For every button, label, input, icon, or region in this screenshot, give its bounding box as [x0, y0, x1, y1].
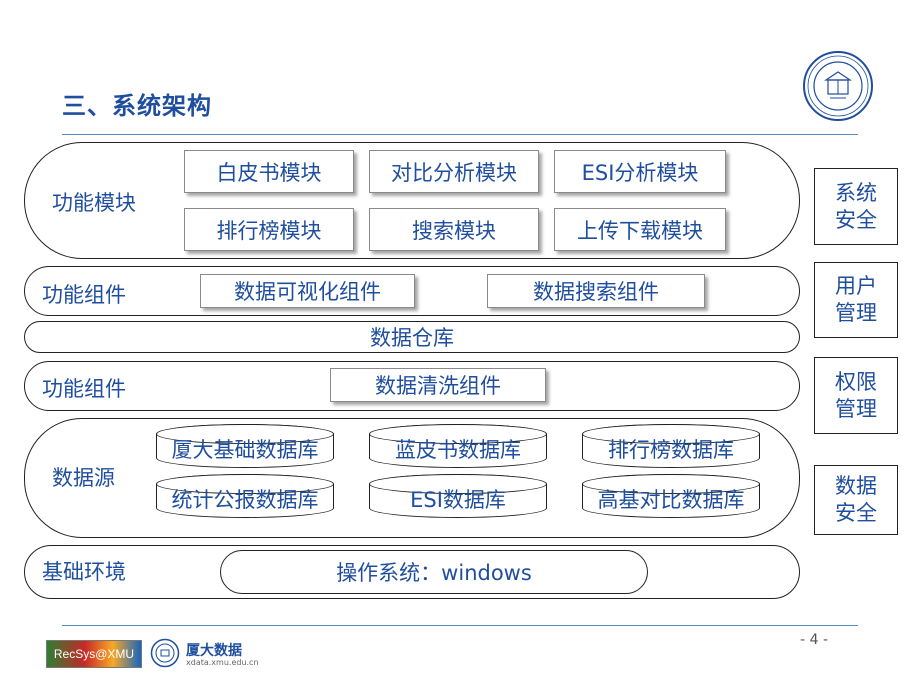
module-box: ESI分析模块: [554, 150, 726, 193]
os-label: 操作系统：windows: [336, 561, 532, 585]
database-cylinder: ESI数据库: [369, 474, 547, 518]
database-cylinder: 厦大基础数据库: [156, 424, 334, 468]
component-box: 数据可视化组件: [200, 274, 415, 308]
database-cylinder: 高基对比数据库: [582, 474, 760, 518]
os-box: 操作系统：windows: [220, 550, 648, 594]
module-box: 上传下载模块: [554, 208, 726, 251]
xdata-brand-name: 厦大数据: [186, 643, 242, 659]
component-box: 数据搜索组件: [487, 274, 705, 308]
recsys-logo: RecSys@XMU: [46, 640, 142, 668]
module-box: 排行榜模块: [184, 208, 354, 251]
database-cylinder: 统计公报数据库: [156, 474, 334, 518]
sidebar-permission-management: 权限 管理: [814, 357, 898, 434]
module-box: 对比分析模块: [369, 150, 539, 193]
layer-function-module-label: 功能模块: [52, 191, 136, 215]
university-seal-icon: [802, 50, 874, 122]
layer-data-warehouse: 数据仓库: [24, 321, 800, 353]
sidebar-user-management: 用户 管理: [814, 262, 898, 338]
layer-function-component-1-label: 功能组件: [42, 283, 126, 307]
database-cylinder: 排行榜数据库: [582, 424, 760, 468]
page-number: - 4 -: [800, 632, 828, 648]
component-box: 数据清洗组件: [330, 368, 546, 402]
layer-base-env-label: 基础环境: [42, 560, 126, 584]
recsys-logo-text: RecSys@XMU: [53, 647, 135, 661]
module-box: 白皮书模块: [184, 150, 354, 193]
slide-title: 三、系统架构: [62, 92, 212, 120]
xdata-seal-icon: [150, 638, 180, 668]
module-box: 搜索模块: [369, 208, 539, 251]
layer-data-warehouse-label: 数据仓库: [370, 326, 454, 350]
xdata-brand-url: xdata.xmu.edu.cn: [186, 658, 259, 667]
layer-function-component-2-label: 功能组件: [42, 377, 126, 401]
title-divider: [62, 134, 858, 135]
sidebar-data-security: 数据 安全: [814, 465, 898, 535]
database-cylinder: 蓝皮书数据库: [369, 424, 547, 468]
sidebar-system-security: 系统 安全: [814, 168, 898, 245]
layer-data-source-label: 数据源: [52, 466, 115, 490]
footer-divider: [62, 625, 858, 626]
